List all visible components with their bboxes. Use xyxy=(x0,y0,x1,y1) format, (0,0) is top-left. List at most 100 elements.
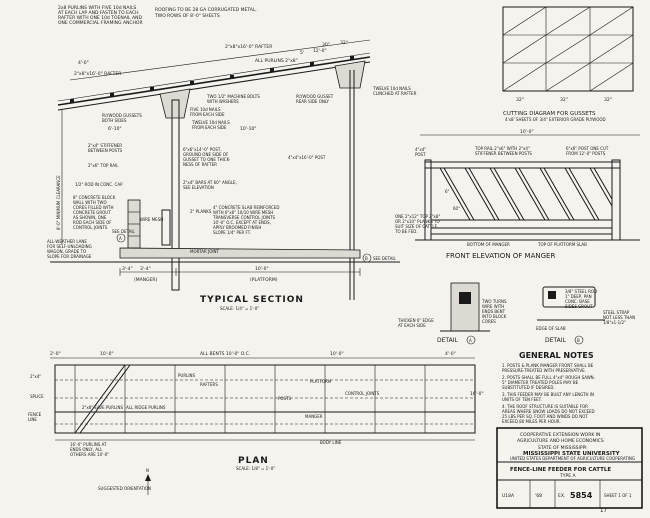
gusset-cut xyxy=(545,62,591,92)
tb-type: TYPE A xyxy=(559,473,576,479)
left-post xyxy=(171,99,180,291)
dim-3-4: 3'-4" xyxy=(140,266,151,272)
note-3-line-2: UNITS OF TEN FEET. xyxy=(502,397,542,402)
plan-dim-5: 4'-0" xyxy=(445,351,456,357)
north-label: N xyxy=(146,468,149,473)
detail-a-note-left-1: THICKEN 6" EDGE xyxy=(397,318,434,323)
stiffener-1: 2"x4" STIFFENER xyxy=(88,143,122,148)
detail-b-note-3: CONC. BASE xyxy=(565,299,590,304)
plan-bents xyxy=(74,365,426,433)
detail-b-steel-strap-1: STEEL STRAP xyxy=(603,310,630,315)
all-weather-4: SLOPE FOR DRAINAGE xyxy=(47,254,92,259)
gusset-cut xyxy=(589,62,634,92)
detail-b-title: DETAIL xyxy=(545,337,566,344)
gusset-cut xyxy=(589,34,634,64)
platform-label: (PLATFORM) xyxy=(250,277,278,283)
dim-3-4-left: 3'-4" xyxy=(122,266,133,272)
elev-diagonal-bars xyxy=(439,167,613,221)
dim-top-4: 4'-0" xyxy=(78,60,89,66)
rafter-left-label: 2"x8"x16'-0" RAFTER xyxy=(74,71,121,77)
manger-planks xyxy=(161,209,171,246)
plan-manger: MANGER xyxy=(305,414,323,419)
gusset-cut xyxy=(502,34,547,64)
plywood-left-1: PLYWOOD GUSSETS xyxy=(102,113,142,118)
gusset-cut xyxy=(545,6,591,36)
top-rail-label: 2"x6" TOP RAIL xyxy=(88,163,119,168)
front-elevation: 10'-0" 4"x4" POST TOP RAIL 2"x6" WITH 2"… xyxy=(394,129,640,260)
purlins xyxy=(70,56,354,103)
detail-a-core xyxy=(459,292,471,304)
tb-title: FENCE-LINE FEEDER FOR CATTLE xyxy=(510,467,611,473)
dim-top-30: 30" xyxy=(322,42,330,48)
detail-a-title: DETAIL xyxy=(437,337,458,344)
orientation-label: SUGGESTED ORIENTATION xyxy=(98,486,151,491)
general-notes: GENERAL NOTES 1. POSTS & PLANK MANGER FR… xyxy=(502,351,595,424)
purlins-note-2: AT EACH LAP AND FASTEN TO EACH xyxy=(58,10,138,16)
stiffener-2: BETWEEN POSTS xyxy=(88,148,123,153)
top-notes: 2x8 PURLINS WITH FIVE 10d NAILS AT EACH … xyxy=(58,5,348,77)
elev-planks-note-4: TO BE FED. xyxy=(394,229,418,234)
planks-label: 2" PLANKS xyxy=(190,209,212,214)
plan-scale: SCALE: 1/8" = 1'-0" xyxy=(236,466,275,471)
plan-splice: SPLICE xyxy=(30,394,44,399)
tb-line-5: UNITED STATES DEPARTMENT OF AGRICULTURE … xyxy=(510,456,635,461)
dim-10-10: 10'-10" xyxy=(240,126,256,132)
title-block-frame xyxy=(496,427,643,509)
title-block: COOPERATIVE EXTENSION WORK IN AGRICULTUR… xyxy=(496,427,643,509)
detail-b-post xyxy=(548,291,556,299)
dim-top-32: 32" xyxy=(340,40,348,46)
mortar-joint-label: MORTAR JOINT xyxy=(190,249,220,254)
details: THICKEN 6" EDGE AT EACH SIDE TWO TURNS W… xyxy=(397,282,635,345)
slab-1: 4" CONCRETE SLAB REINFORCED xyxy=(213,205,279,210)
notes-title: GENERAL NOTES xyxy=(519,351,594,360)
plan-ridge-purlins: ALL RIDGE PURLINS xyxy=(126,405,166,410)
post-right-label: 4"x4"x16'-0" POST xyxy=(288,155,326,160)
elev-post-right-2: FROM 12'-0" POSTS xyxy=(566,151,606,156)
plan-body-line: BODY LINE xyxy=(320,440,342,445)
elev-planks-note-2: OR 2"x10" PLANKS TO xyxy=(395,219,440,224)
elev-dim-60: 60° xyxy=(453,206,460,211)
note-1-line-2: PRESSURE-TREATED WITH PRESERVATIVE. xyxy=(502,368,586,373)
plan-rafters: RAFTERS xyxy=(200,382,218,387)
plywood-right-2: REAR SIDE ONLY xyxy=(296,99,330,104)
slab-5: APPLY BROOMED FINISH xyxy=(213,225,261,230)
diagonal-bar xyxy=(564,167,596,221)
dim-10-0: 10'-0" xyxy=(255,266,269,272)
see-detail-a: SEE DETAIL xyxy=(112,229,136,234)
detail-b-steel-strap-3: 1/8"x1-1/2" xyxy=(603,320,626,325)
detail-a-marker[interactable] xyxy=(116,233,126,243)
roof-rafter-lower-edge xyxy=(57,61,371,111)
block-wall-1: 8" CONCRETE BLOCK xyxy=(73,195,116,200)
tb-line-2: AGRICULTURE AND HOME ECONOMICS xyxy=(517,438,604,444)
diagonal-bar xyxy=(589,167,613,207)
bars-1: 2"x4" BARS AT 60° ANGLE, xyxy=(183,180,237,185)
detail-b-marker[interactable] xyxy=(362,253,372,263)
plan-brace xyxy=(74,364,126,434)
plywood-sheets xyxy=(502,6,634,92)
plan-dim-1: 2'-0" xyxy=(50,351,61,357)
plan-purlins-note-3: OTHERS ARE 10'-0" xyxy=(70,452,109,457)
tb-line-4: MISSISSIPPI STATE UNIVERSITY xyxy=(523,451,621,457)
detail-a-circle xyxy=(466,335,476,345)
dim-top-5: 5' xyxy=(300,50,304,56)
nails-clinched-1: TWELVE 10d NAILS xyxy=(372,86,411,91)
elev-top-rail-2: STIFFENER BETWEEN POSTS xyxy=(475,151,532,156)
elev-bottom-manger: BOTTOM OF MANGER xyxy=(467,242,510,247)
elev-planks-note-1: ONE 2"x12" TOP 2"x8" xyxy=(395,214,440,219)
plan-purlins: PURLINS xyxy=(178,373,196,378)
plan-purlins-note-1: 16'-0" PURLINS AT xyxy=(70,442,107,447)
plywood-left-2: BOTH SIDES xyxy=(102,118,127,123)
post-left-4: NESS OF RAFTER xyxy=(183,162,217,167)
diagonal-bar xyxy=(464,167,496,221)
bolts-note-1: TWO 1/2" MACHINE BOLTS xyxy=(206,94,260,99)
block-wall-2: WALL WITH TWO xyxy=(73,200,107,205)
note-1-line-1: 1. POSTS & PLANK MANGER FRONT SHALL BE xyxy=(502,363,594,368)
gusset-dim-2: 32" xyxy=(560,97,568,103)
detail-a-note-right-5: CORES xyxy=(482,319,496,324)
elev-top-slab: TOP OF PLATFORM SLAB xyxy=(537,242,587,247)
gusset-title: CUTTING DIAGRAM FOR GUSSETS xyxy=(503,111,596,117)
margin-mark: 17 xyxy=(600,508,607,514)
gusset-dim-1: 32" xyxy=(516,97,524,103)
elev-plank-lower xyxy=(430,227,613,235)
block-wall-6: ROD EACH SIDE OF xyxy=(73,220,112,225)
